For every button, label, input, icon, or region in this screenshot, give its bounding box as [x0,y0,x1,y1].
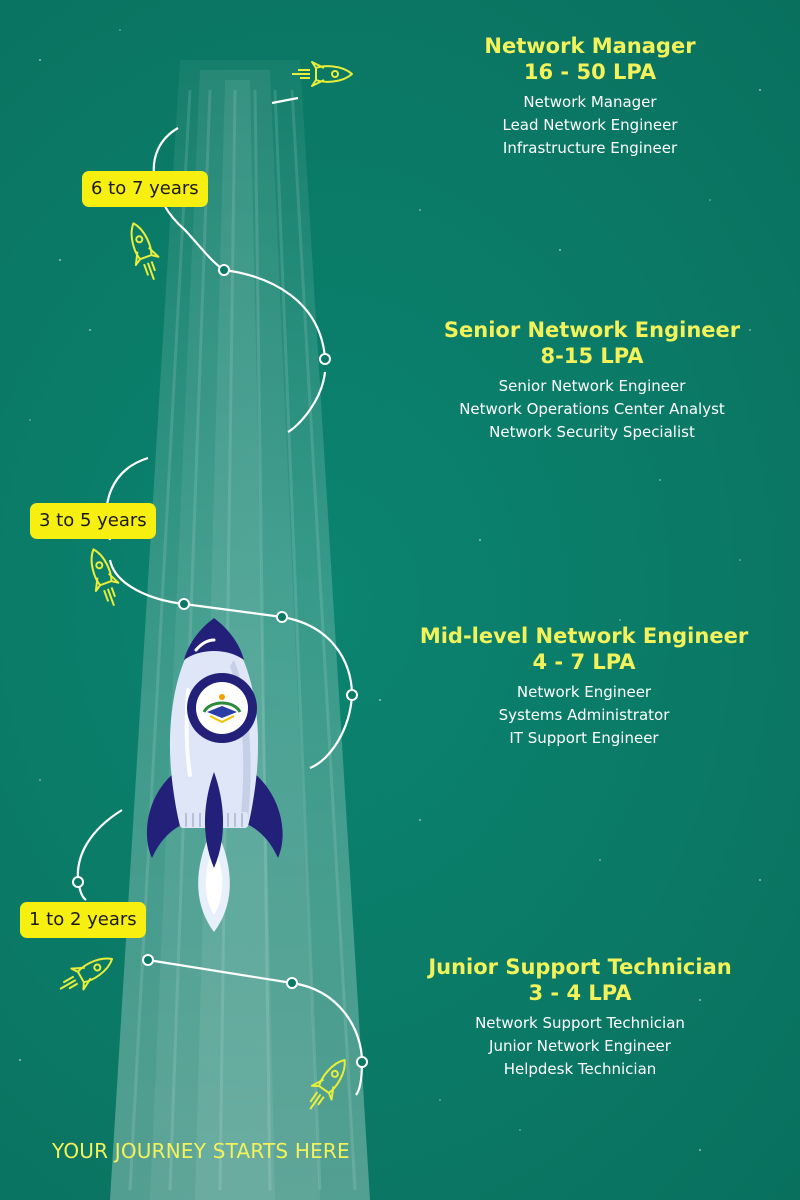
mini-rocket-icon [59,957,114,991]
level-title: Senior Network Engineer [443,318,741,342]
light-beam [110,60,370,1200]
level-network-manager: Network Manager 16 - 50 LPA Network Mana… [420,33,760,160]
role-item: Network Support Technician [475,1014,685,1032]
stars [19,29,761,1151]
level-salary: 8-15 LPA [540,344,644,368]
mini-rocket-icon [292,61,353,87]
milestone-badge: 3 to 5 years [30,503,156,539]
milestone-badge: 6 to 7 years [82,171,208,207]
role-item: Network Security Specialist [489,423,695,441]
logo-emblem-icon [202,694,242,724]
level-title: Mid-level Network Engineer [419,624,749,648]
level-title: Network Manager [484,34,696,58]
role-item: Network Manager [523,93,657,111]
role-item: IT Support Engineer [509,729,659,747]
milestone-badge: 1 to 2 years [20,902,146,938]
level-mid-level-network-engineer: Mid-level Network Engineer 4 - 7 LPA Net… [408,623,760,750]
mini-rocket-icon [309,1058,346,1110]
mini-rocket-icon [130,222,160,281]
role-item: Network Engineer [516,683,652,701]
path-nodes [72,264,368,1068]
role-item: Lead Network Engineer [502,116,678,134]
role-item: Senior Network Engineer [498,377,686,395]
level-title: Junior Support Technician [428,955,732,979]
role-item: Helpdesk Technician [503,1060,657,1078]
journey-footer: YOUR JOURNEY STARTS HERE [52,1139,350,1163]
level-salary: 4 - 7 LPA [532,650,636,674]
mini-rocket-icon [90,548,120,607]
career-path [76,96,364,1096]
role-item: Network Operations Center Analyst [459,400,725,418]
level-junior-support-technician: Junior Support Technician 3 - 4 LPA Netw… [410,954,750,1081]
level-salary: 16 - 50 LPA [523,60,657,84]
level-senior-network-engineer: Senior Network Engineer 8-15 LPA Senior … [420,317,764,444]
role-item: Infrastructure Engineer [502,139,678,157]
role-item: Systems Administrator [498,706,670,724]
role-item: Junior Network Engineer [489,1037,671,1055]
level-salary: 3 - 4 LPA [528,981,632,1005]
